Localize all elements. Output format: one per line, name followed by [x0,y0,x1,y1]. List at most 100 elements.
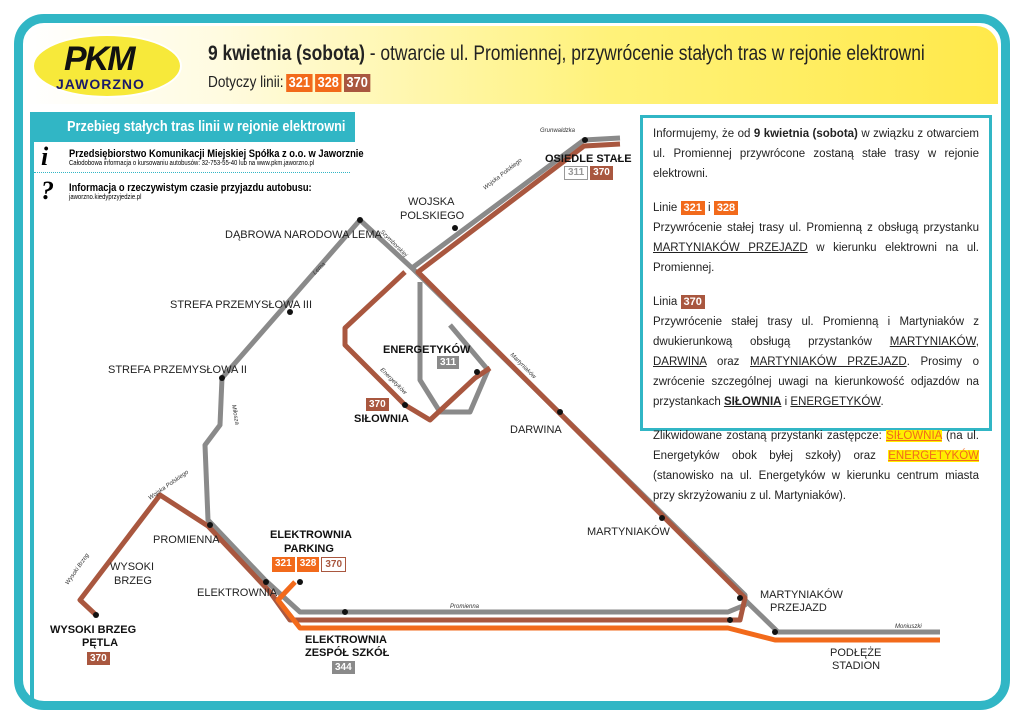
text: ENERGETYKÓW [790,396,881,408]
line-badge-311: 311 [564,166,589,180]
route-orange [275,580,940,643]
stop-silownia[interactable]: SIŁOWNIA [354,413,409,425]
text: Zlikwidowane zostaną przystanki zastępcz… [653,430,887,442]
notice-intro: Informujemy, że od 9 kwietnia (sobota) w… [653,124,979,184]
realtime-url[interactable]: jaworzno.kiedyprzyjedzie.pl [69,194,142,201]
stop-label-line2: PRZEJAZD [770,602,827,614]
stop-dabrowa-narodowa-lema[interactable]: DĄBROWA NARODOWA LEMA [225,229,383,241]
text: Linie [653,202,681,214]
text: Przywrócenie stałej trasy ul. Promienną … [653,222,979,234]
stop-martyniakow-przejazd[interactable]: MARTYNIAKÓW [760,588,844,601]
text: SIŁOWNIA [886,430,942,442]
logo-subtext: JAWORZNO [56,76,145,92]
line-badge-370: 370 [87,652,110,665]
line-badge-328: 328 [296,557,320,572]
stop-labels: OSIEDLE STAŁE WOJSKA POLSKIEGO DĄBROWA N… [50,153,881,672]
stop-strefa-przemyslowa-iii[interactable]: STREFA PRZEMYSŁOWA III [170,299,312,311]
stop-label-line2: STADION [832,660,880,672]
line-badge-311: 311 [437,356,460,369]
text: Informujemy, że od [653,128,754,140]
line-badge-370: 370 [321,557,347,572]
line-badge-370: 370 [343,74,371,92]
line-badge-328: 328 [713,201,739,215]
line-badge-370: 370 [680,295,705,309]
text: Przywrócenie stałej trasy ul. Promienną … [653,316,979,348]
stop-wojska-polskiego[interactable]: WOJSKA [408,196,455,208]
text: SIŁOWNIA [723,396,782,408]
divider [30,112,34,707]
text: . [880,396,884,408]
line-badge-344: 344 [332,661,355,674]
text: MARTYNIAKÓW PRZEJAZD [750,356,907,368]
info-heading-bar: !Przebieg stałych tras linii w rejonie e… [33,112,355,142]
stop-label-line2: PĘTLA [82,637,118,649]
stop-strefa-przemyslowa-ii[interactable]: STREFA PRZEMYSŁOWA II [108,364,247,376]
stop-elektrownia-parking[interactable]: ELEKTROWNIA [270,529,352,541]
line-badge-321: 321 [272,557,295,572]
page-title: 9 kwietnia (sobota) - otwarcie ul. Promi… [208,42,925,66]
notice-removed-stops: Zlikwidowane zostaną przystanki zastępcz… [653,426,979,506]
info-box: !Przebieg stałych tras linii w rejonie e… [33,112,364,210]
stop-elektrownia-zespol-szkol[interactable]: ELEKTROWNIA [305,634,387,646]
line-badge-321: 321 [286,74,313,92]
stop-wysoki-brzeg[interactable]: WYSOKI [110,561,154,573]
company-contact: Całodobowa informacja o kursowaniu autob… [69,160,315,167]
text: w kierunku elektrowni na ul. Promiennej. [653,242,979,274]
line-badge-328: 328 [315,74,342,92]
text: w związku z otwarciem ul. Promiennej prz… [653,128,980,180]
street-label: Miłosza [230,404,240,426]
text: 9 kwietnia (sobota) [753,128,858,140]
route-370 [77,141,748,623]
text: Linia [653,296,681,308]
question-icon: ? [41,176,54,205]
route-gray-loop [417,282,491,415]
text: DARWINA [653,356,707,368]
text: MARTYNIAKÓW PRZEJAZD [653,242,808,254]
street-label: Wojska Polskiego [148,469,191,501]
text: oraz [706,356,751,368]
text: , [975,336,979,348]
text: ENERGETYKÓW [888,450,979,462]
title-text: - otwarcie ul. Promiennej, przywrócenie … [364,42,925,65]
stop-energetykow[interactable]: ENERGETYKÓW [383,343,471,356]
title-date: 9 kwietnia (sobota) [208,42,365,65]
logo-text: PKM [64,40,136,78]
company-info: Przedsiębiorstwo Komunikacji Miejskiej S… [69,148,364,167]
notice-box: Informujemy, że od 9 kwietnia (sobota) w… [640,115,992,502]
line-badge-321: 321 [680,201,705,215]
stop-markers [93,137,778,635]
info-heading: Przebieg stałych tras linii w rejonie el… [67,118,346,135]
street-label: Wysoki Brzeg [65,552,91,586]
stop-label-line2: BRZEG [114,575,152,587]
stop-darwina[interactable]: DARWINA [510,424,562,436]
affected-lines: Dotyczy linii: 321 328 370 [208,74,371,92]
realtime-info: Informacja o rzeczywistym czasie przyjaz… [69,182,312,201]
street-label: Moniuszki [895,624,922,630]
stop-osiedle-stale[interactable]: OSIEDLE STAŁE [545,153,632,165]
text: MARTYNIAKÓW [889,336,976,348]
stop-podleze-stadion[interactable]: PODŁĘŻE [830,646,881,659]
exclamation-icon: ! [67,118,72,135]
stop-label-line2: ZESPÓŁ SZKÓŁ [305,646,390,659]
stop-elektrownia[interactable]: ELEKTROWNIA [197,587,278,599]
lines-label: Dotyczy linii: [208,74,284,91]
street-label: Promienna [450,604,480,610]
stop-promienna[interactable]: PROMIENNA [153,534,220,546]
company-name: Przedsiębiorstwo Komunikacji Miejskiej S… [69,148,364,160]
line-badge-370: 370 [366,398,389,411]
street-label: Grunwaldzka [540,128,576,134]
dotted-divider [34,172,350,173]
text: i [781,396,791,408]
stop-label-line2: PARKING [284,543,334,555]
text: i [704,202,714,214]
text: . Prosimy o zwrócenie szczególnej uwagi … [653,356,979,408]
stop-martyniakow[interactable]: MARTYNIAKÓW [587,525,671,538]
text: (stanowisko na ul. Energetyków w kierunk… [653,470,979,502]
stop-wysoki-brzeg-petla[interactable]: WYSOKI BRZEG [50,624,136,636]
